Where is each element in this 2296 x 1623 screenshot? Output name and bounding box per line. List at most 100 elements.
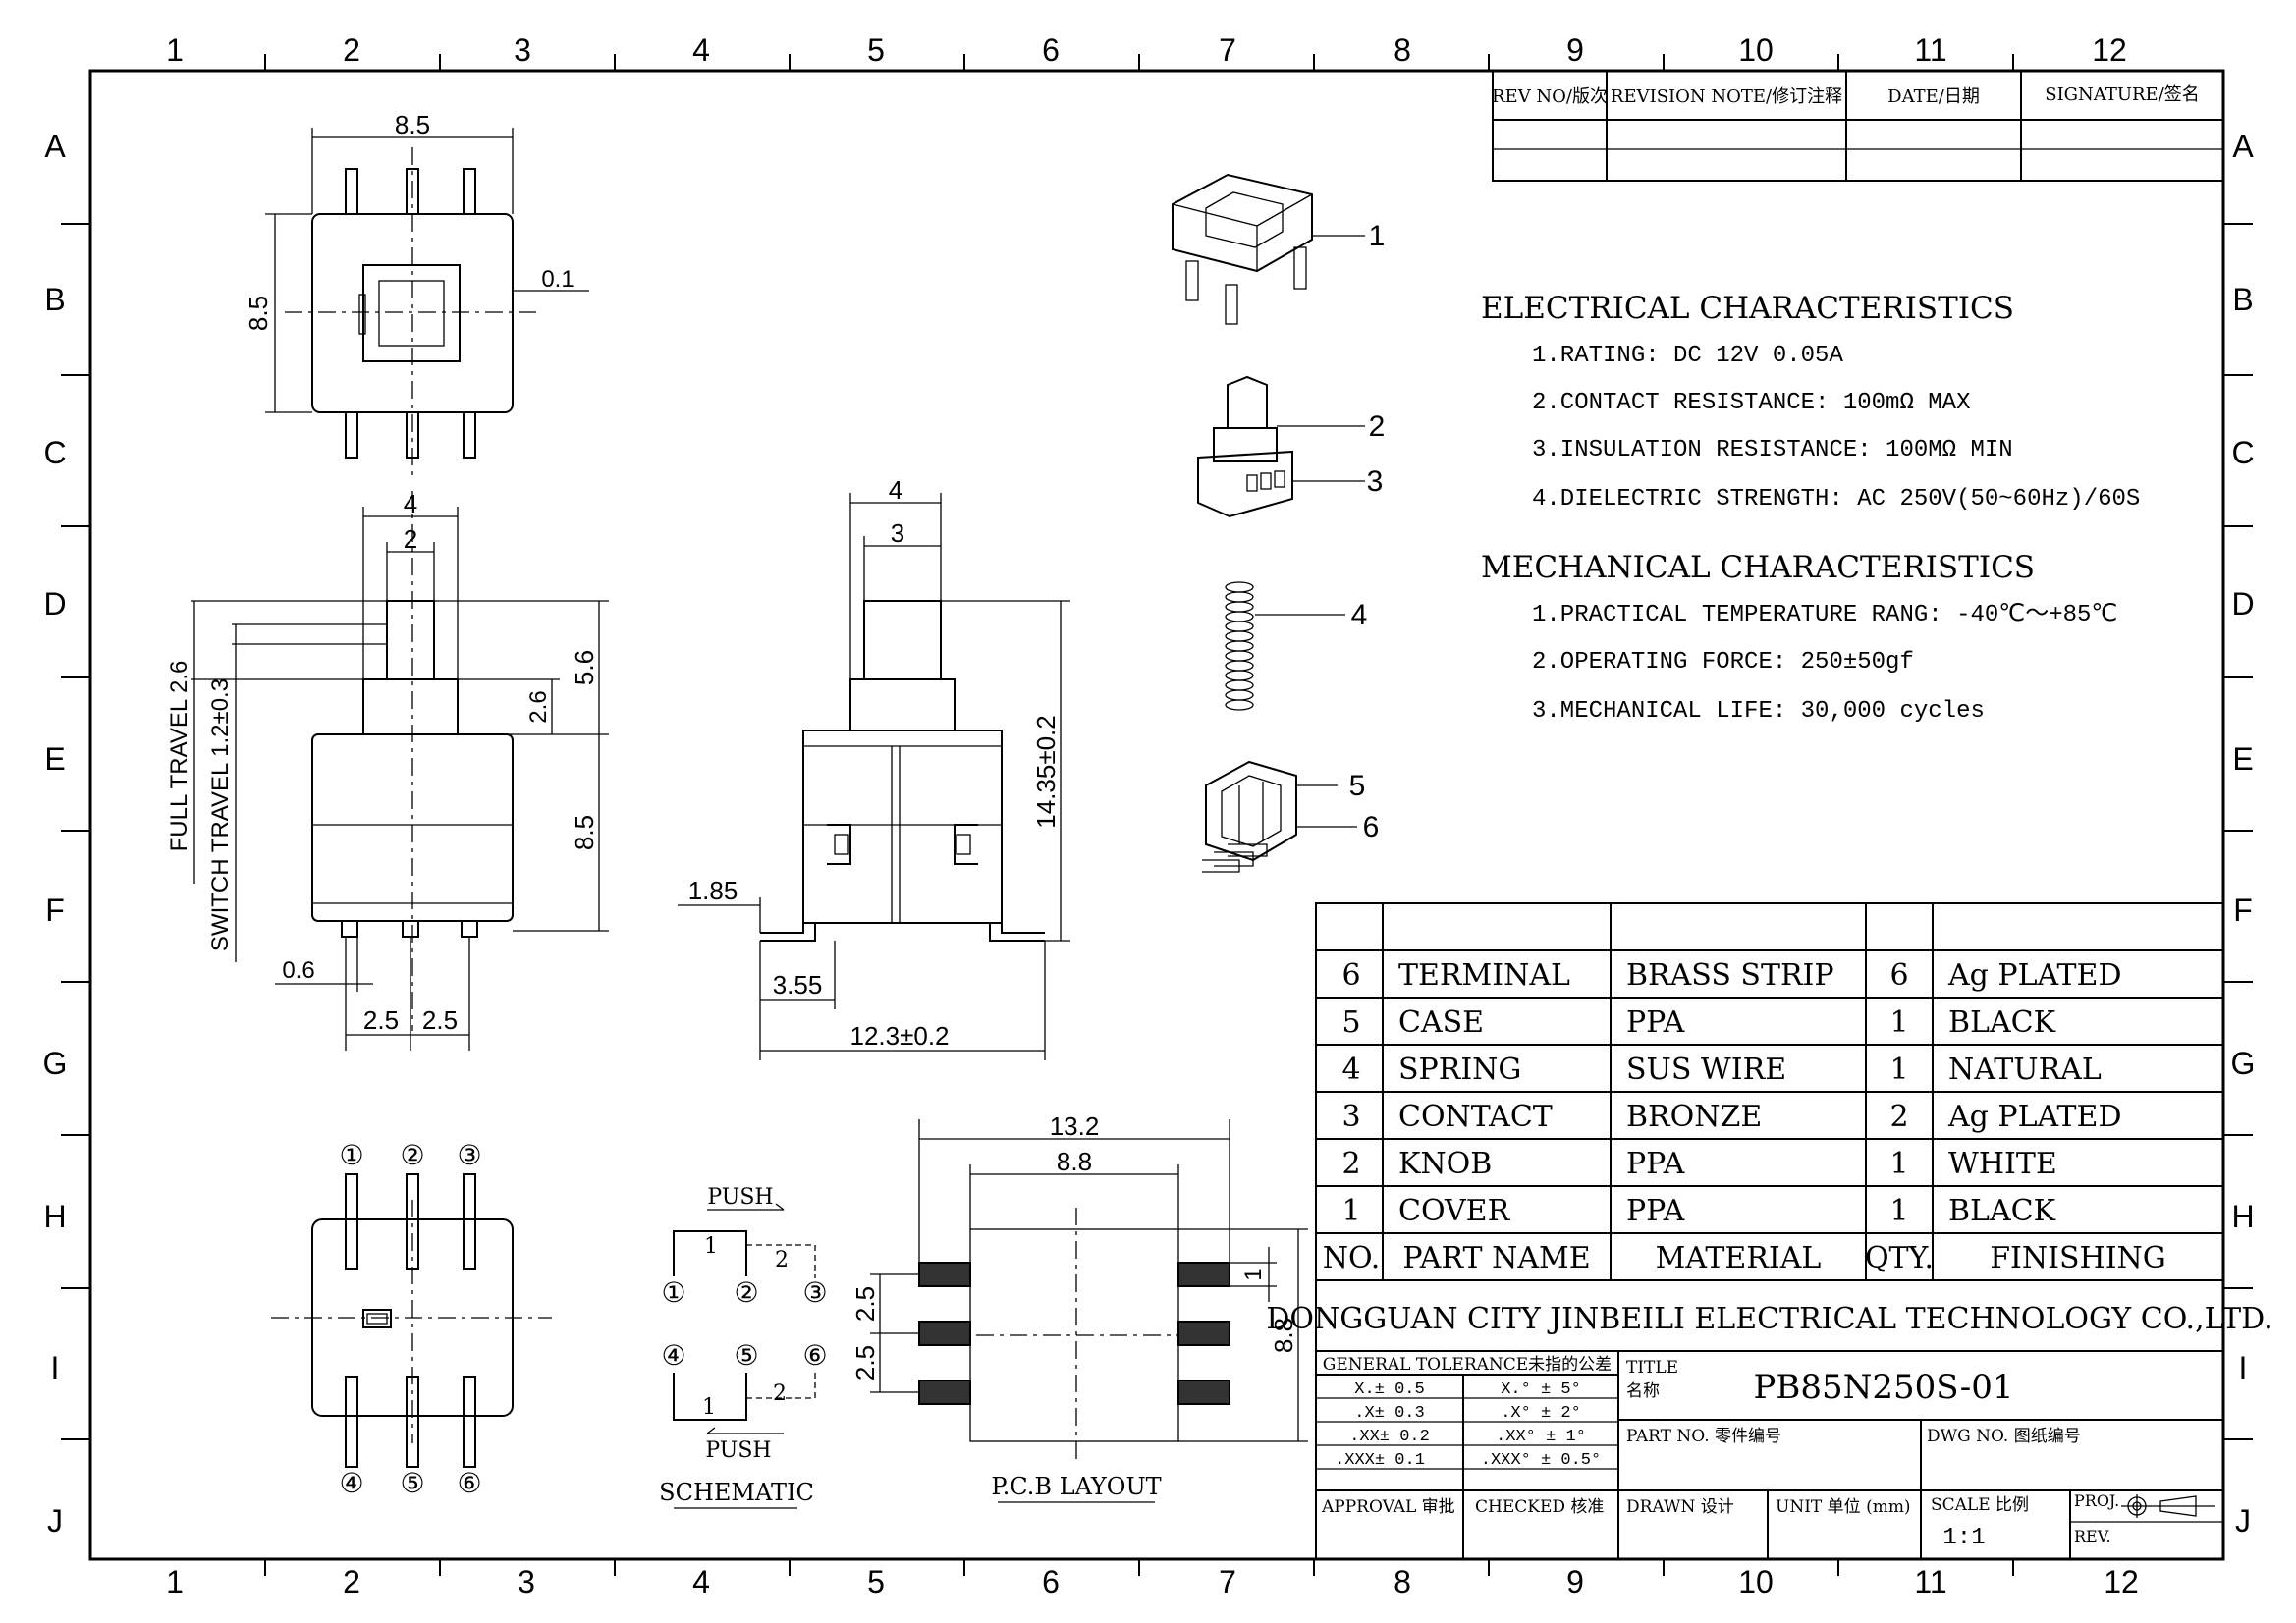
pin-label: ④ xyxy=(339,1467,363,1499)
col-label: 12 xyxy=(2092,32,2127,68)
schematic-contact-4: 2 xyxy=(773,1381,787,1406)
outer-frame xyxy=(88,69,2225,1561)
col-label: 4 xyxy=(692,32,710,68)
tolerance-angle: .X° ± 2° xyxy=(1501,1404,1581,1423)
dim-top-width: 8.5 xyxy=(395,110,430,139)
electrical-characteristics: ELECTRICAL CHARACTERISTICS 1.RATING: DC … xyxy=(1481,291,2140,513)
row-label: D xyxy=(43,586,66,622)
tolerance-angle: .XX° ± 1° xyxy=(1496,1428,1586,1446)
bom-material: PPA xyxy=(1626,1194,1685,1228)
bom-table xyxy=(1315,902,2224,1281)
full-travel-label: FULL TRAVEL 2.6 xyxy=(166,661,192,852)
dim-side-1-85: 1.85 xyxy=(688,876,738,905)
tolerance-angle: X.° ± 5° xyxy=(1501,1380,1581,1399)
dwg-no-label: DWG NO. 图纸编号 xyxy=(1927,1427,2081,1446)
col-label: 11 xyxy=(1914,1564,1946,1599)
bom-row: 2 KNOB PPA 1 WHITE xyxy=(1341,1147,2056,1181)
callout-5: 5 xyxy=(1349,770,1366,802)
bom-finish: Ag PLATED xyxy=(1947,958,2122,993)
pin-label: ① xyxy=(339,1139,363,1171)
dim-pcb-width: 13.2 xyxy=(1050,1111,1100,1141)
schematic-contact-2: 2 xyxy=(775,1248,789,1272)
row-label: E xyxy=(44,741,65,777)
dim-side-knob-inner: 3 xyxy=(891,518,904,548)
col-label: 10 xyxy=(1738,1564,1774,1599)
date-header: DATE/日期 xyxy=(1887,86,1980,107)
tolerance-linear: .XX± 0.2 xyxy=(1349,1428,1430,1446)
col-label: 12 xyxy=(2104,1564,2139,1599)
electrical-item: 2.CONTACT RESISTANCE: 100mΩ MAX xyxy=(1532,390,1970,416)
schematic-contact-3: 1 xyxy=(702,1395,716,1420)
dim-knob-width: 4 xyxy=(404,489,417,518)
bom-header-material: MATERIAL xyxy=(1656,1241,1822,1275)
row-label: A xyxy=(44,129,66,164)
electrical-item: 4.DIELECTRIC STRENGTH: AC 250V(50~60Hz)/… xyxy=(1532,486,2140,513)
schematic-caption: SCHEMATIC xyxy=(659,1479,814,1506)
schematic-pin: ① xyxy=(661,1276,685,1309)
col-label: 1 xyxy=(166,1564,184,1599)
projection-symbol-icon xyxy=(2121,1494,2215,1518)
dim-knob-inner: 2 xyxy=(404,524,417,554)
bom-row: 4 SPRING SUS WIRE 1 NATURAL xyxy=(1341,1053,2101,1087)
dim-pcb-inner: 8.8 xyxy=(1057,1147,1092,1176)
bom-qty: 2 xyxy=(1889,1100,1908,1134)
bom-finish: WHITE xyxy=(1948,1147,2057,1181)
col-label: 9 xyxy=(1566,1564,1584,1599)
dim-2-6: 2.6 xyxy=(525,690,552,723)
tolerance-linear: .X± 0.3 xyxy=(1354,1404,1424,1423)
exploded-parts: 1 2 3 4 xyxy=(1172,173,1386,873)
col-label: 4 xyxy=(692,1564,710,1599)
col-label: 6 xyxy=(1042,32,1060,68)
row-label: C xyxy=(43,435,66,470)
dim-pcb-pitch-2: 2.5 xyxy=(850,1345,880,1380)
dim-side-height: 14.35±0.2 xyxy=(1031,715,1061,828)
bom-part: CASE xyxy=(1398,1005,1484,1040)
pcb-pad xyxy=(1177,1262,1230,1287)
mechanical-item: 1.PRACTICAL TEMPERATURE RANG: -40℃～+85℃ xyxy=(1532,602,2117,628)
tolerance-angle: .XXX° ± 0.5° xyxy=(1481,1451,1601,1470)
electrical-item: 1.RATING: DC 12V 0.05A xyxy=(1532,343,1843,369)
col-label: 3 xyxy=(514,32,531,68)
electrical-title: ELECTRICAL CHARACTERISTICS xyxy=(1481,291,2014,326)
rev-note-header: REVISION NOTE/修订注释 xyxy=(1611,86,1842,107)
row-labels: A B C D E F G H I J A B C D E F G H I J xyxy=(43,129,2256,1539)
dim-5-6: 5.6 xyxy=(570,650,599,685)
bom-part: SPRING xyxy=(1398,1053,1521,1087)
approval-label: APPROVAL 审批 xyxy=(1321,1497,1455,1517)
tolerance-linear: .XXX± 0.1 xyxy=(1335,1451,1425,1470)
bom-no: 4 xyxy=(1341,1053,1360,1087)
proj-label: PROJ. xyxy=(2074,1491,2119,1510)
bom-material: BRONZE xyxy=(1626,1100,1762,1134)
mechanical-title: MECHANICAL CHARACTERISTICS xyxy=(1481,550,2035,585)
row-label: H xyxy=(43,1199,66,1234)
bom-material: PPA xyxy=(1626,1147,1685,1181)
col-label: 9 xyxy=(1566,32,1584,68)
dim-top-height: 8.5 xyxy=(244,296,273,331)
pin-label: ③ xyxy=(457,1139,481,1171)
row-label: H xyxy=(2231,1199,2254,1234)
row-label: B xyxy=(2232,282,2253,317)
callout-6: 6 xyxy=(1363,811,1380,843)
col-label: 2 xyxy=(343,1564,360,1599)
bom-row: 1 COVER PPA 1 BLACK xyxy=(1341,1194,2055,1228)
pin-label: ⑤ xyxy=(400,1467,424,1499)
col-label: 7 xyxy=(1219,1564,1236,1599)
row-label: D xyxy=(2231,586,2254,622)
schematic-push-bottom: PUSH xyxy=(705,1438,771,1463)
bom-material: BRASS STRIP xyxy=(1626,958,1834,993)
title-label-cn: 名称 xyxy=(1626,1381,1660,1401)
revision-table: REV NO/版次 REVISION NOTE/修订注释 DATE/日期 SIG… xyxy=(1492,70,2224,182)
dim-side-knob-width: 4 xyxy=(889,475,902,505)
frame-ticks xyxy=(61,54,2253,1576)
dim-8-5: 8.5 xyxy=(570,815,599,850)
top-view: 8.5 8.5 0.1 xyxy=(244,110,589,481)
electrical-item: 3.INSULATION RESISTANCE: 100MΩ MIN xyxy=(1532,437,2013,463)
callout-2: 2 xyxy=(1369,410,1386,443)
row-label: G xyxy=(43,1046,68,1081)
col-label: 5 xyxy=(867,1564,885,1599)
bom-finish: BLACK xyxy=(1948,1194,2056,1228)
schematic: PUSH 1 2 ① ② ③ ④ ⑤ ⑥ 1 2 PUSH SCHEMATIC xyxy=(659,1185,828,1509)
schematic-pin: ② xyxy=(734,1276,758,1309)
bom-no: 1 xyxy=(1341,1194,1360,1228)
tolerance-linear: X.± 0.5 xyxy=(1354,1380,1424,1399)
